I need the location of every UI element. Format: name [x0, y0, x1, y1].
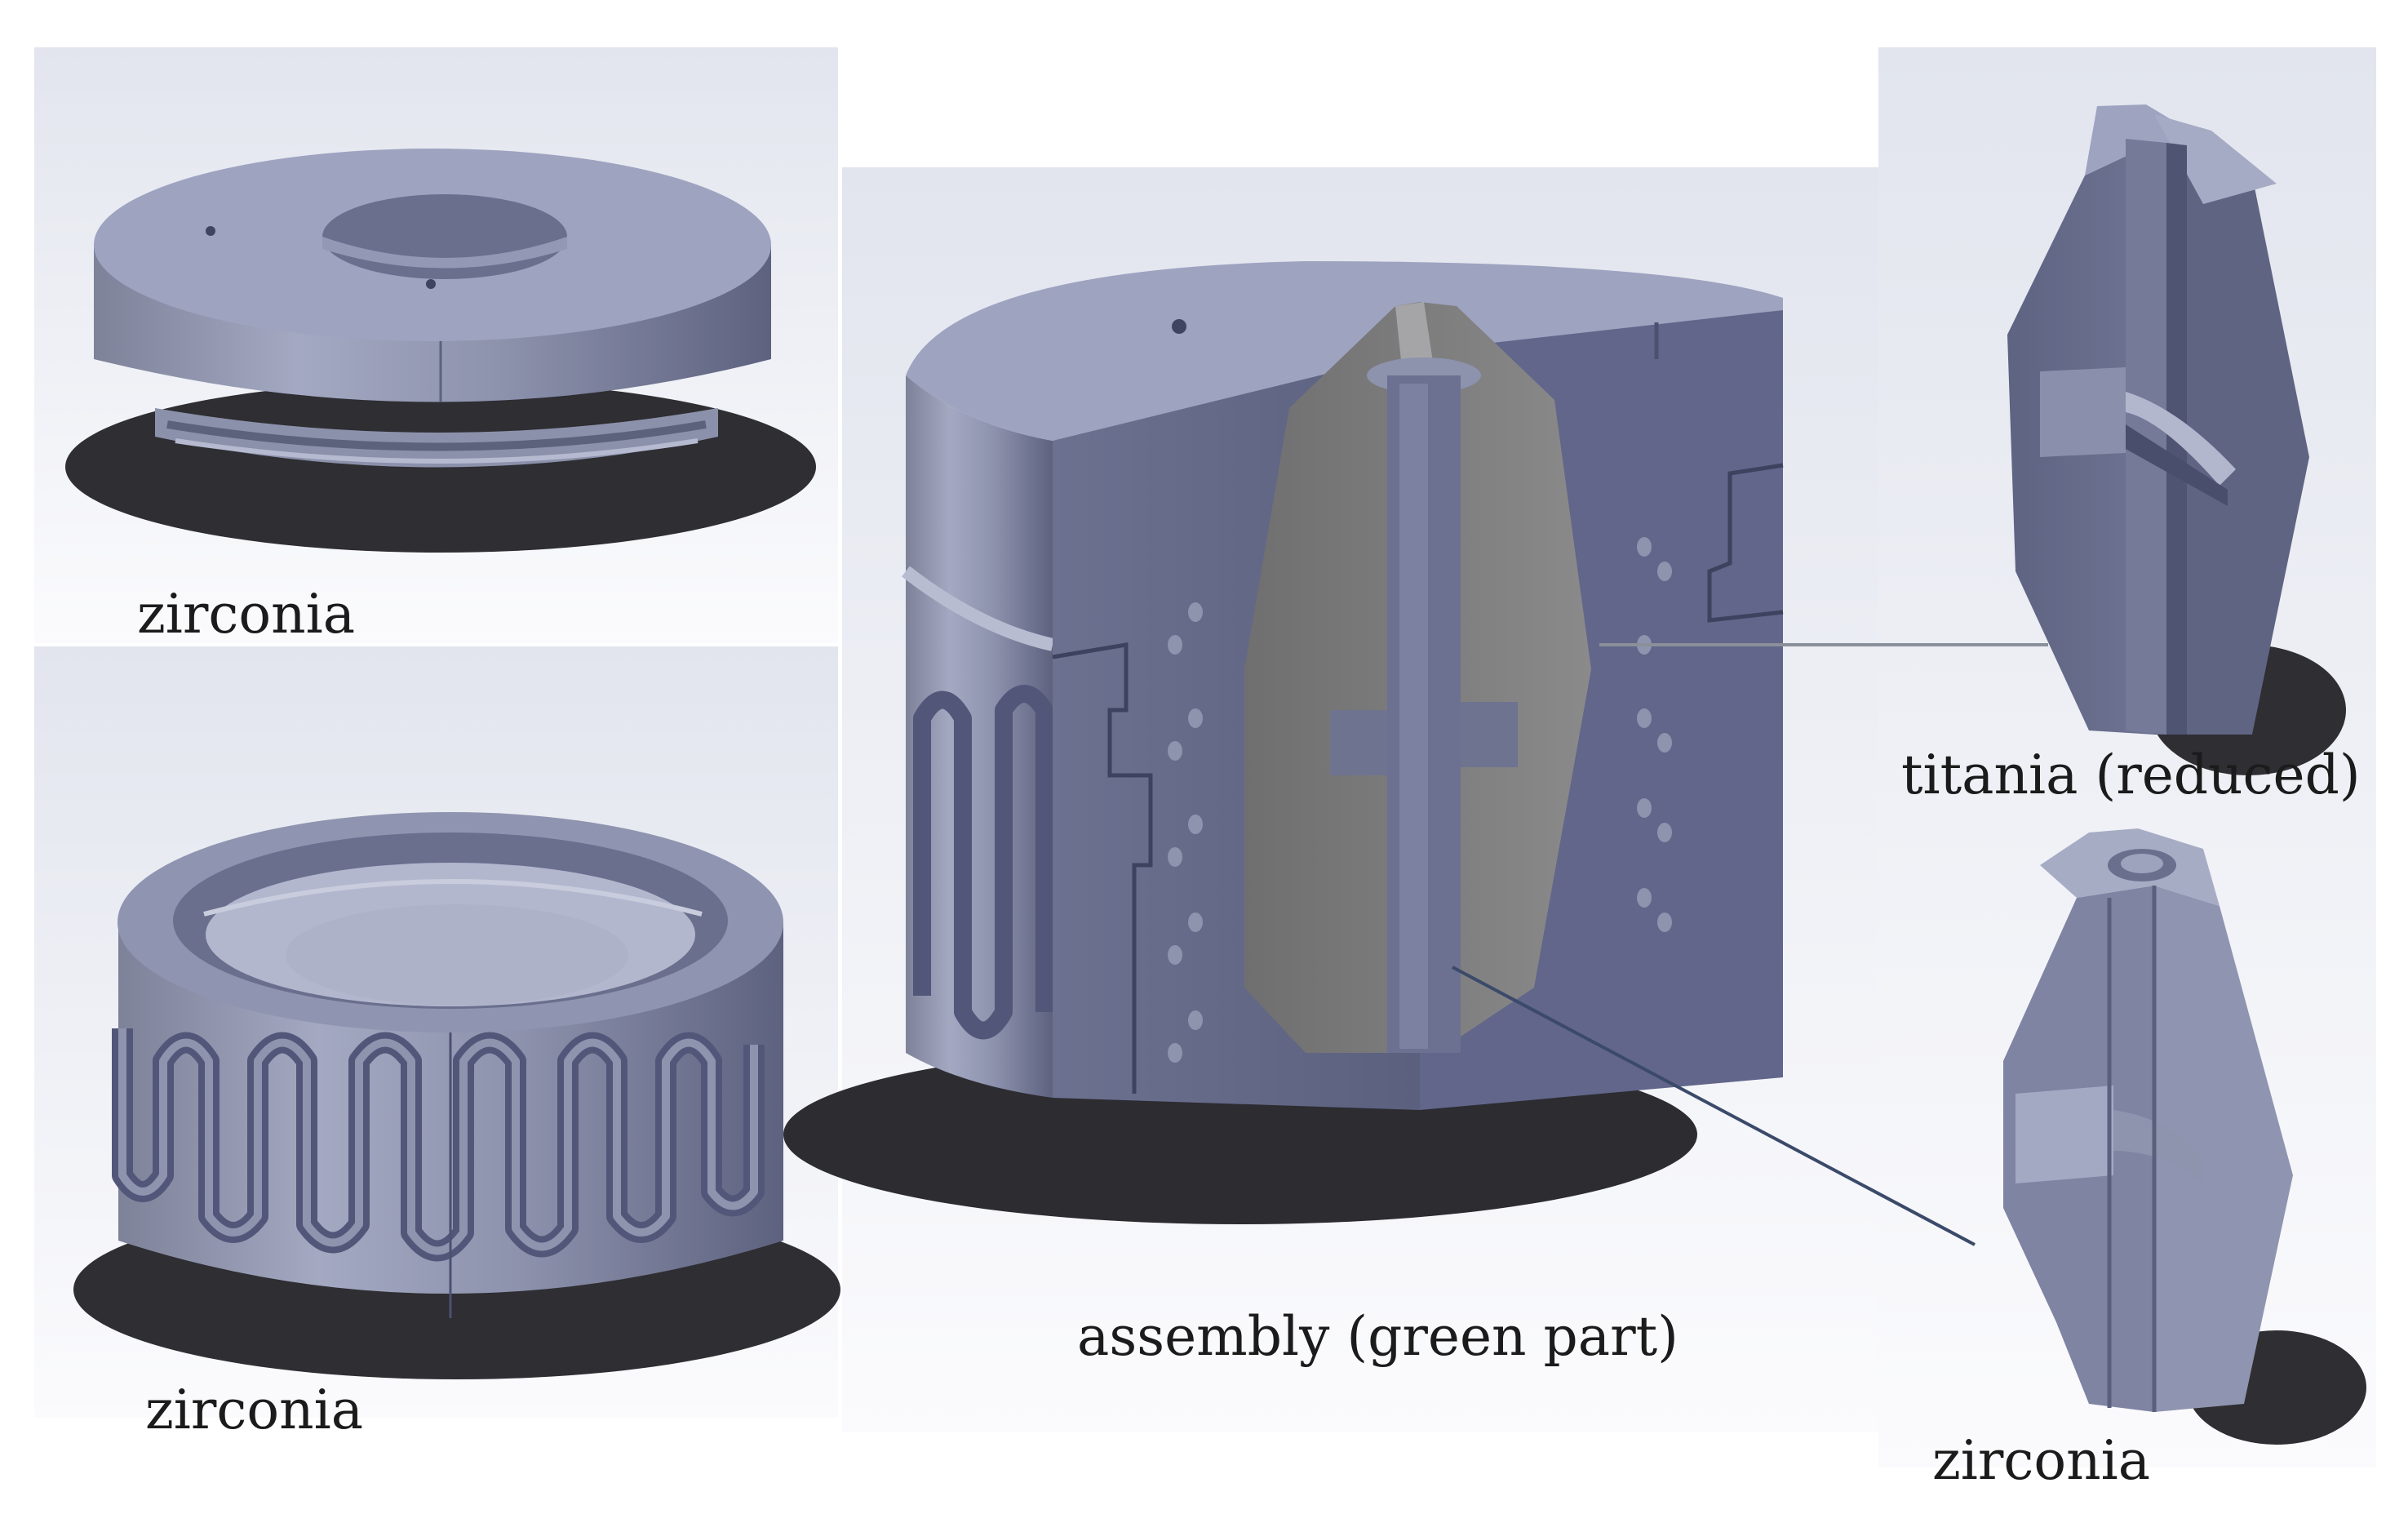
step-profile-left: [1052, 642, 1153, 1094]
pin-holes-right: [1637, 537, 1672, 932]
center-hole-wall: [322, 237, 567, 269]
label-bottom-left: zirconia: [145, 1379, 363, 1441]
labels: zirconia zirconia assembly (green part) …: [137, 583, 2361, 1492]
central-bore-highlight: [1399, 384, 1428, 1049]
serpentine-channel-highlight: [118, 1028, 758, 1255]
label-top-left: zirconia: [137, 583, 355, 646]
prism-key: [2016, 1086, 2113, 1183]
part-zirconia-cap: [65, 149, 816, 553]
prism-key: [2040, 367, 2126, 457]
prism-bore: [2126, 139, 2166, 735]
leader-line-zirconia: [1452, 966, 1976, 1246]
part-titania-prism: [2007, 104, 2346, 775]
pin-hole-1: [206, 226, 215, 236]
prism-key-shadow: [2126, 424, 2228, 506]
sleeve-inner-floor: [286, 904, 628, 1006]
prism-top-cone: [2154, 114, 2277, 204]
prism-right-face: [2154, 886, 2293, 1412]
label-center: assembly (green part): [1077, 1305, 1679, 1368]
top-pin-hole: [1172, 319, 1186, 334]
cylinder-side-left: [906, 375, 1053, 1098]
inner-thread: [203, 879, 703, 917]
leader-lines: [1452, 643, 2048, 1246]
pin-holes-left: [1168, 602, 1203, 1063]
thread-groove-2: [175, 438, 698, 464]
part-assembly: [783, 261, 1784, 1224]
groove-band: [902, 566, 1054, 651]
prism-bore-line: [2107, 886, 2157, 1412]
pin-hole-2: [426, 279, 436, 289]
prism-top-hole-inner: [2121, 854, 2163, 873]
prism-key-arc: [2113, 1110, 2203, 1183]
key-slot: [1330, 702, 1518, 775]
label-bottom-right: zirconia: [1932, 1429, 2150, 1492]
threaded-neck: [155, 408, 718, 468]
step-profile-right: [1707, 463, 1784, 623]
prism-key-arc: [2126, 392, 2236, 486]
prism-right-face: [2154, 143, 2309, 735]
label-top-right: titania (reduced): [1901, 744, 2361, 806]
thread-groove: [166, 420, 707, 451]
assembly-top: [906, 261, 1783, 441]
part-zirconia-sleeve: [73, 812, 840, 1379]
part-zirconia-prism: [2003, 828, 2366, 1445]
serpentine-left: [913, 685, 1053, 1040]
